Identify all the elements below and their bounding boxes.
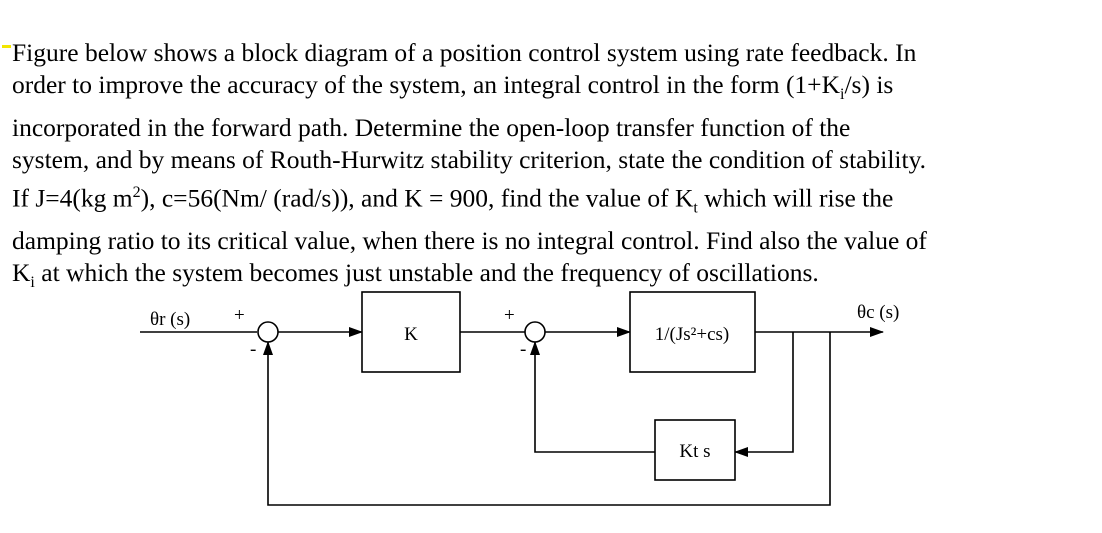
rate-feedback-block-label: Kt s: [679, 441, 710, 462]
problem-line-7: Ki at which the system becomes just unst…: [12, 258, 819, 292]
rate-feedback-return-arrow: [530, 341, 655, 453]
plant-block-label: 1/(Js²+cs): [655, 324, 729, 345]
problem-line-2: order to improve the accuracy of the sys…: [12, 70, 894, 104]
problem-line-5: If J=4(kg m2), c=56(Nm/ (rad/s)), and K …: [12, 183, 894, 217]
problem-line-4: system, and by means of Routh-Hurwitz st…: [12, 145, 927, 175]
unity-feedback-arrow: [263, 332, 831, 506]
summing-junction-2-minus: -: [520, 339, 526, 360]
summing-junction-2: [524, 321, 546, 343]
summing-junction-1-minus: -: [250, 339, 256, 360]
gain-block-k-label: K: [404, 324, 418, 345]
plant-block: [629, 291, 756, 373]
summing-junction-1-plus: +: [234, 305, 245, 326]
rate-feedback-block: [654, 419, 736, 481]
problem-statement: Figure below shows a block diagram of a …: [12, 37, 1022, 300]
problem-line-6: damping ratio to its critical value, whe…: [12, 225, 927, 255]
problem-line-3: incorporated in the forward path. Determ…: [12, 112, 851, 142]
summing-junction-1: [257, 321, 279, 343]
input-label: θr (s): [150, 309, 190, 330]
output-label: θc (s): [857, 302, 899, 323]
highlight-marker: [2, 45, 11, 48]
rate-feedback-line: [734, 332, 794, 457]
problem-line-1: Figure below shows a block diagram of a …: [12, 38, 917, 67]
summing-junction-2-plus: +: [504, 305, 515, 326]
